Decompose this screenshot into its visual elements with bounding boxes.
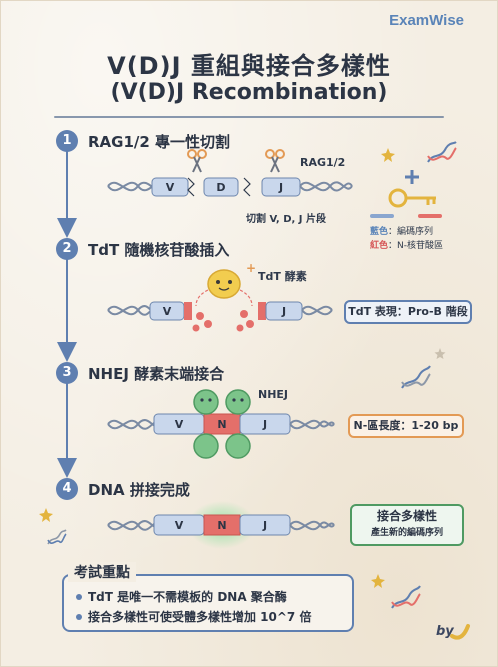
step1-label-d: D: [216, 181, 225, 194]
step4-dna-left-helix: [107, 520, 159, 531]
banana-icon: [450, 624, 470, 640]
step4-label-v: V: [175, 519, 184, 532]
star-icon: [381, 148, 395, 162]
tdt-enzyme-label: TdT 酵素: [258, 270, 307, 283]
key-point-1: TdT 是唯一不需模板的 DNA 聚合酶: [88, 590, 287, 604]
step1-label-j: J: [278, 181, 283, 194]
dna-helix-icon: [391, 585, 421, 609]
nhej-enzyme-icon: [193, 389, 251, 459]
key-points-title: 考試重點: [68, 562, 136, 582]
n-region-length-tag: N-區長度：1-20 bp: [348, 414, 464, 438]
page-subtitle: (V(D)J Recombination): [110, 80, 388, 105]
step2-n-end-left: [184, 302, 192, 320]
step-title-4: DNA 拼接完成: [88, 481, 190, 499]
step1-break-2: [243, 177, 251, 197]
key-icon: [388, 188, 436, 208]
step3-dna-right-helix: [289, 419, 335, 430]
step3-label-v: V: [175, 418, 184, 431]
legend-blue: 藍色：編碼序列: [370, 224, 433, 237]
step-title-1: RAG1/2 專一性切割: [88, 133, 231, 151]
star-icon: [371, 574, 385, 588]
junctional-diversity-tag: 接合多樣性 產生新的編碼序列: [350, 504, 464, 546]
step3-dna-left-helix: [107, 419, 159, 430]
legend-red-word: 紅色: [370, 241, 389, 251]
step2-label-j: J: [281, 305, 286, 318]
signature: by: [436, 624, 454, 639]
plus-icon: [405, 170, 419, 184]
step1-segment-d: [203, 177, 239, 197]
step4-dna-right-helix: [289, 520, 335, 531]
legend-red: 紅色：N-核苷酸區: [370, 238, 443, 251]
step-number-2: 2: [56, 238, 78, 260]
step-title-2: TdT 隨機核苷酸插入: [88, 241, 230, 259]
star-icon: [39, 508, 53, 522]
tdt-arrow-left: [195, 289, 209, 307]
step-number-3: 3: [56, 362, 78, 384]
step1-break-1: [187, 177, 195, 197]
brand-logo: ExamWise: [389, 12, 464, 29]
step4-label-n: N: [217, 519, 226, 532]
tdt-expression-tag: TdT 表現：Pro-B 階段: [344, 300, 472, 324]
scissors-icon: [187, 149, 207, 173]
step3-label-n: N: [217, 418, 226, 431]
legend-blue-word: 藍色: [370, 227, 389, 237]
step1-label-v: V: [166, 181, 175, 194]
step1-dna-right-helix: [299, 181, 353, 192]
dna-helix-icon: [401, 365, 431, 389]
tdt-enzyme-icon: +: [207, 261, 256, 299]
step2-dna-left-helix: [107, 305, 157, 316]
step4-label-j: J: [262, 519, 267, 532]
star-icon: [434, 348, 446, 359]
title-divider: [54, 116, 444, 118]
nhej-label: NHEJ: [258, 388, 289, 401]
dna-helix-icon: [427, 141, 457, 163]
key-point-2: 接合多樣性可使受體多樣性增加 10^7 倍: [88, 610, 312, 624]
step-number-1: 1: [56, 130, 78, 152]
bullet-icon: [76, 614, 82, 620]
step1-segment-v: [151, 177, 189, 197]
step2-n-end-right: [258, 302, 266, 320]
page-title: V(D)J 重組與接合多樣性: [107, 52, 391, 80]
n-nucleotide-dots: [192, 310, 254, 332]
junctional-diversity-title: 接合多樣性: [376, 509, 437, 523]
step3-label-j: J: [262, 418, 267, 431]
key-points-box: [62, 574, 354, 632]
cut-label: 切割 V, D, J 片段: [246, 214, 326, 225]
dna-helix-icon: [47, 529, 67, 545]
rag-label: RAG1/2: [300, 156, 346, 169]
bullet-icon: [76, 594, 82, 600]
scissors-icon: [265, 149, 285, 173]
junctional-diversity-sub: 產生新的編碼序列: [370, 528, 443, 538]
tdt-arrow-right: [239, 289, 253, 307]
svg-text:+: +: [246, 261, 256, 275]
step-number-4: 4: [56, 478, 78, 500]
step2-label-v: V: [163, 305, 172, 318]
legend-red-desc: ：N-核苷酸區: [388, 241, 443, 251]
step2-dna-right-helix: [301, 305, 333, 316]
step-title-3: NHEJ 酵素末端接合: [88, 365, 225, 383]
legend-blue-desc: ：編碼序列: [388, 227, 434, 237]
